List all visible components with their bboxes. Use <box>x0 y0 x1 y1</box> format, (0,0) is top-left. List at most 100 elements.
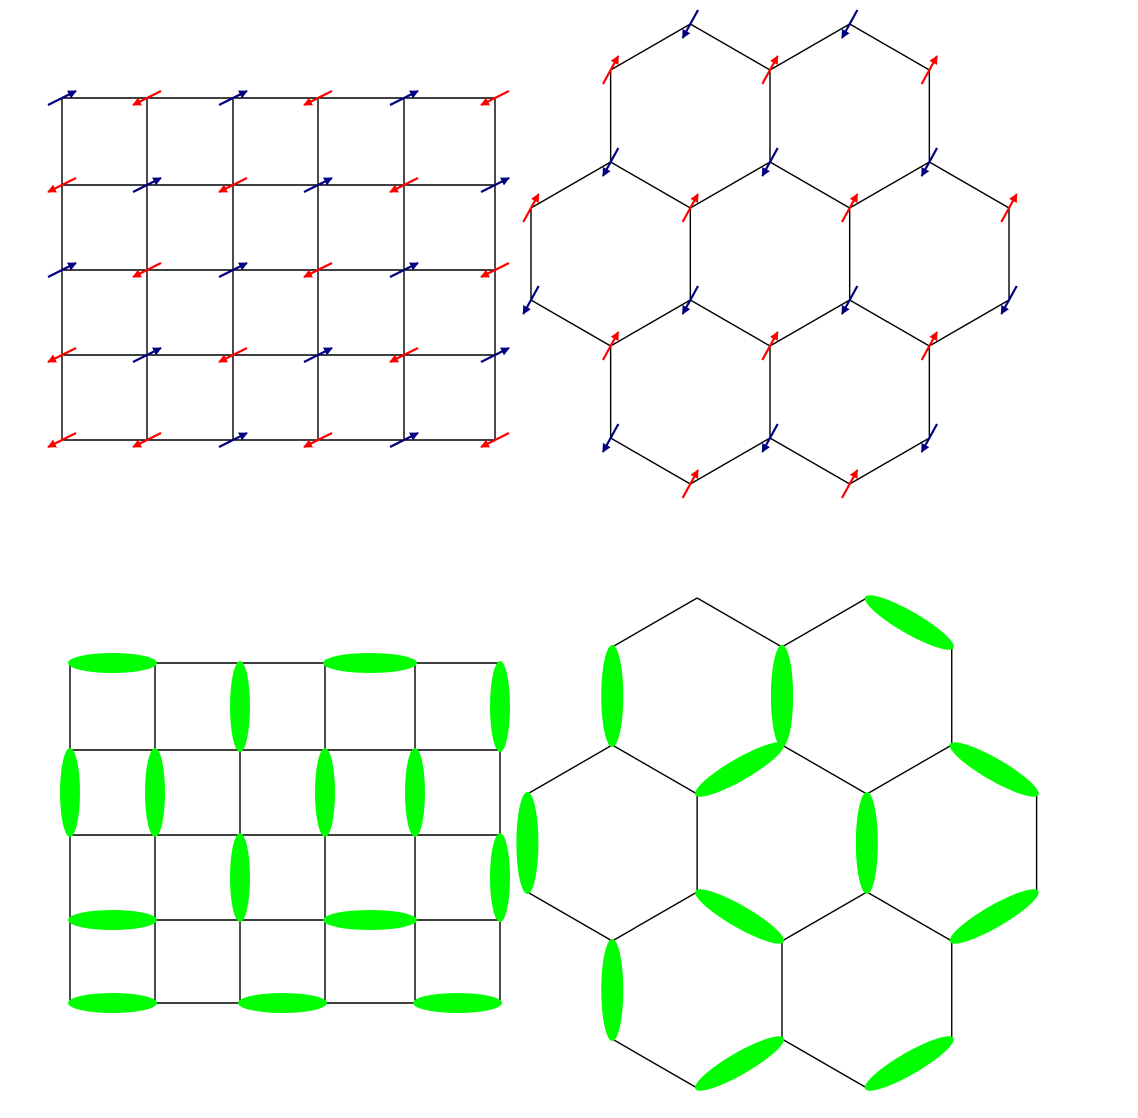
dimer <box>601 939 624 1041</box>
dimer <box>695 742 785 797</box>
lattice-edge <box>527 744 613 795</box>
spin-up-arrow <box>132 177 162 193</box>
dimer <box>855 792 878 894</box>
spin-down-arrow <box>480 262 510 278</box>
spin-up-arrow <box>218 262 248 278</box>
lattice-edge <box>769 299 851 347</box>
square-lattice-neel-spins <box>47 90 510 448</box>
spin-down-arrow <box>389 347 419 363</box>
spin-down-arrow <box>761 147 779 177</box>
spin-down-arrow <box>522 285 540 315</box>
spin-up-arrow <box>389 90 419 106</box>
dimer <box>695 889 785 944</box>
spin-up-arrow <box>761 55 779 85</box>
lattice-edge <box>611 597 698 648</box>
spin-down-arrow <box>47 432 77 448</box>
dimer <box>230 833 250 922</box>
dimer <box>68 993 157 1013</box>
lattice-edge <box>849 161 930 209</box>
spin-up-arrow <box>218 90 248 106</box>
spin-up-arrow <box>681 469 699 499</box>
spin-down-arrow <box>47 347 77 363</box>
spin-down-arrow <box>601 147 620 177</box>
lattice-edge <box>769 23 851 71</box>
spin-up-arrow <box>480 347 510 363</box>
lattice-edge <box>611 744 698 795</box>
spin-up-arrow <box>920 331 939 361</box>
spin-up-arrow <box>480 177 510 193</box>
spin-down-arrow <box>841 285 859 315</box>
lattice-edge <box>696 597 783 648</box>
lattice-edge <box>530 299 612 347</box>
dimer <box>238 993 327 1013</box>
spin-down-arrow <box>920 423 939 453</box>
spin-down-arrow <box>681 285 699 315</box>
spin-up-arrow <box>841 469 859 499</box>
lattice-edge <box>610 299 691 347</box>
dimer <box>949 742 1039 797</box>
spin-up-arrow <box>1000 193 1018 223</box>
lattice-edge <box>928 299 1010 347</box>
dimer <box>315 748 335 837</box>
spin-up-arrow <box>920 55 939 85</box>
dimer <box>68 653 157 673</box>
spin-down-arrow <box>841 9 859 39</box>
lattice-edge <box>781 597 868 648</box>
honeycomb-lattice-neel-spins <box>522 9 1018 499</box>
lattice-edge <box>530 161 612 209</box>
dimer <box>145 748 165 837</box>
spin-up-arrow <box>681 193 699 223</box>
spin-down-arrow <box>1000 285 1018 315</box>
lattice-edge <box>866 744 953 795</box>
dimer <box>864 595 954 650</box>
lattice-edge <box>610 161 691 209</box>
lattice-edge <box>781 891 868 942</box>
spin-up-arrow <box>389 432 419 448</box>
spin-down-arrow <box>480 90 510 106</box>
spin-up-arrow <box>303 177 333 193</box>
lattice-edge <box>849 23 930 71</box>
spin-up-arrow <box>303 347 333 363</box>
spin-down-arrow <box>303 90 333 106</box>
dimer <box>516 792 539 894</box>
spin-down-arrow <box>920 147 939 177</box>
spin-down-arrow <box>132 432 162 448</box>
lattice-edge <box>527 891 613 942</box>
spin-up-arrow <box>47 90 77 106</box>
dimer <box>771 645 793 747</box>
lattice-edge <box>769 161 851 209</box>
dimer <box>601 645 624 747</box>
dimer <box>68 910 157 930</box>
spin-down-arrow <box>218 177 248 193</box>
lattice-edge <box>849 299 930 347</box>
dimer <box>695 1036 785 1091</box>
spin-down-arrow <box>303 432 333 448</box>
spin-down-arrow <box>132 262 162 278</box>
spin-down-arrow <box>389 177 419 193</box>
lattice-edge <box>781 1038 868 1089</box>
dimer <box>60 748 80 837</box>
spin-up-arrow <box>601 331 620 361</box>
dimer <box>490 833 510 922</box>
dimer <box>405 748 425 837</box>
lattice-edge <box>611 891 698 942</box>
dimer <box>949 889 1039 944</box>
spin-down-arrow <box>303 262 333 278</box>
lattice-edge <box>611 1038 698 1089</box>
dimer <box>413 993 502 1013</box>
spin-down-arrow <box>218 347 248 363</box>
lattice-edge <box>928 161 1010 209</box>
lattice-edge <box>781 744 868 795</box>
lattice-edge <box>866 891 953 942</box>
dimer <box>864 1036 954 1091</box>
honeycomb-lattice-dimers <box>516 595 1039 1091</box>
lattice-edge <box>769 437 851 485</box>
dimer <box>323 653 417 673</box>
spin-up-arrow <box>132 347 162 363</box>
spin-down-arrow <box>132 90 162 106</box>
lattice-edge <box>689 437 771 485</box>
spin-up-arrow <box>218 432 248 448</box>
spin-up-arrow <box>601 55 620 85</box>
lattice-edge <box>689 299 771 347</box>
